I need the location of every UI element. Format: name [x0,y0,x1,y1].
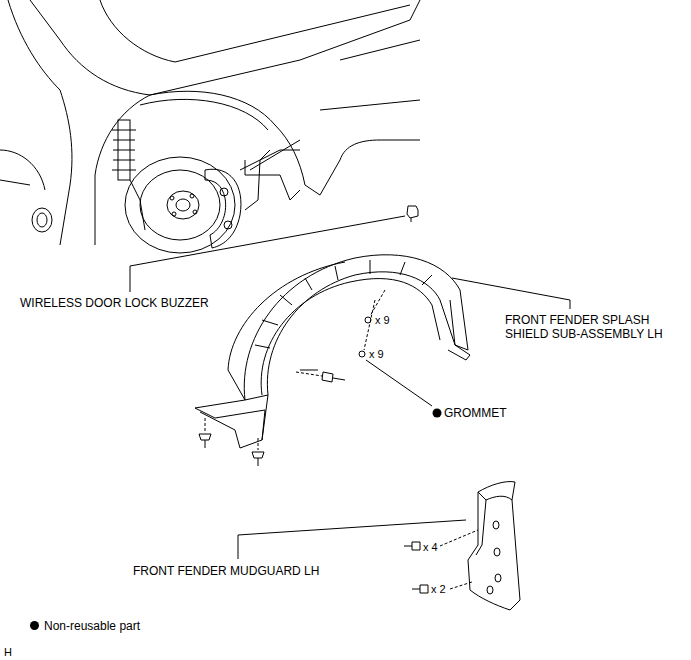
legend-swatch [30,621,39,630]
part-name: FRONT FENDER MUDGUARD LH [133,564,319,578]
legend-text: Non-reusable part [44,619,140,633]
quantity: x 4 [423,540,438,554]
part-name: GROMMET [444,406,507,420]
vehicle-body [0,0,420,245]
screws [199,317,371,466]
quantity: x 9 [369,347,384,361]
figure-code: H [4,645,12,659]
fasteners [205,290,385,450]
splash-shield [195,255,470,448]
mudguard [468,482,520,610]
leader-lines [130,216,570,559]
non-reusable-dot [433,409,442,418]
part-name: FRONT FENDER SPLASH SHIELD SUB-ASSEMBLY … [505,313,687,341]
buzzer [407,206,418,222]
part-name: WIRELESS DOOR LOCK BUZZER [20,296,209,310]
brake-assembly [112,120,300,253]
quantity: x 9 [375,313,390,327]
quantity: x 2 [431,582,446,596]
